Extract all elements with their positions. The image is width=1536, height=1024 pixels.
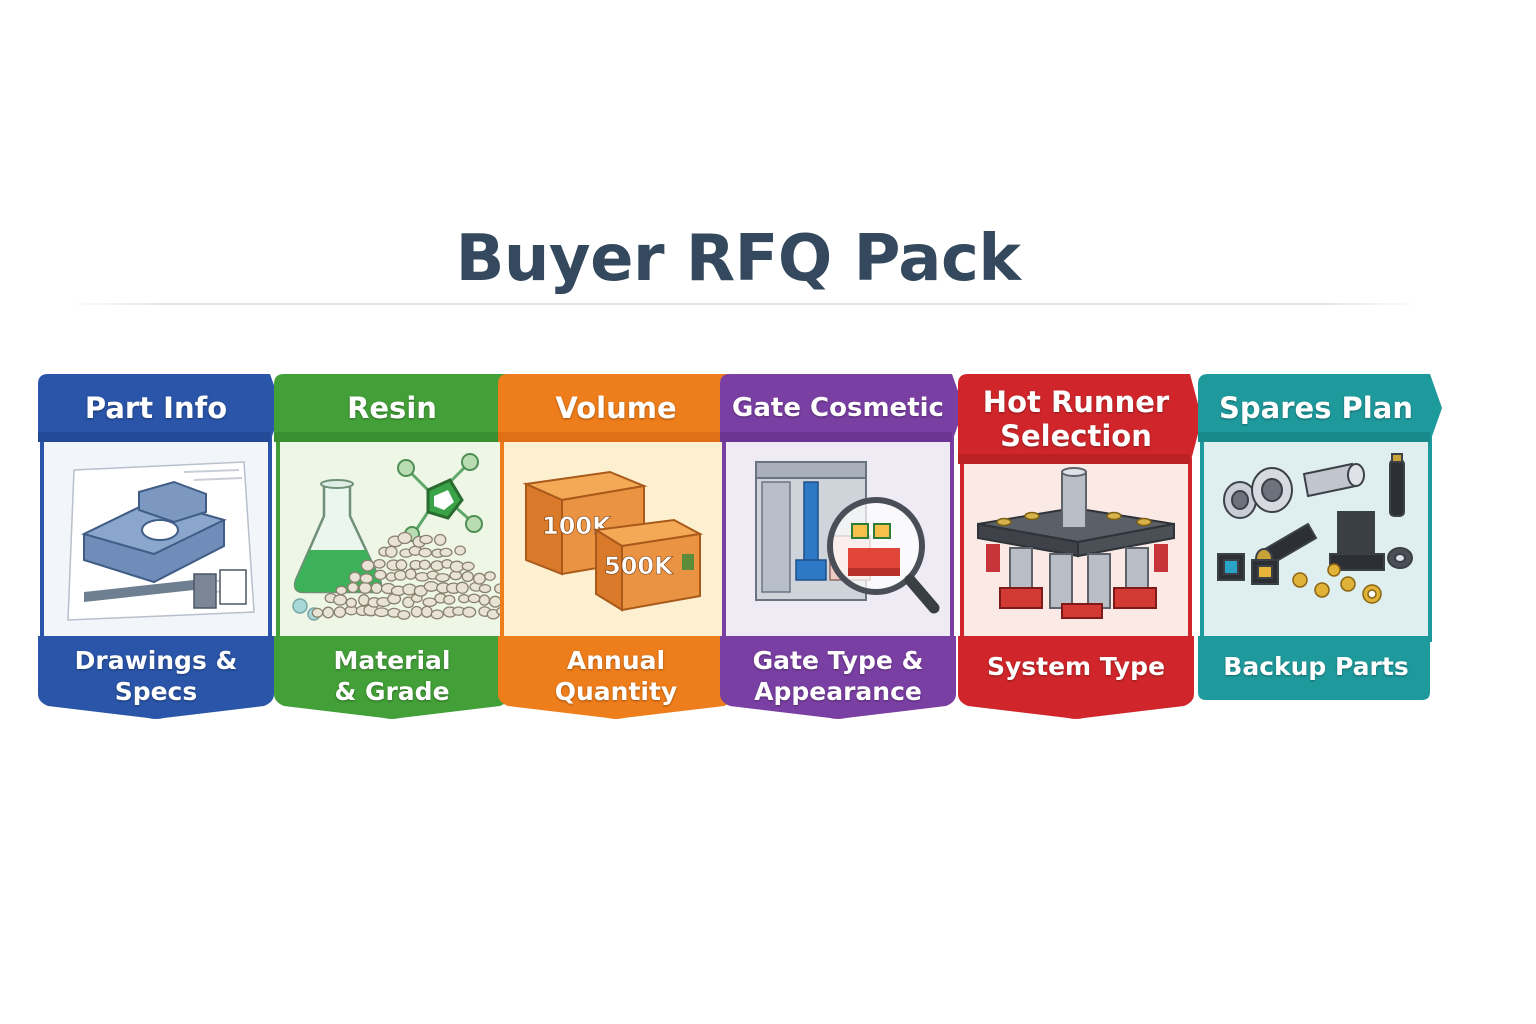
card-caption: Material & Grade (333, 646, 451, 706)
card-header-ribbon (274, 374, 518, 442)
hot-runner-manifold-icon (964, 464, 1188, 636)
box-label-500k: 500K (604, 552, 674, 580)
card-heading: Part Info (84, 391, 228, 425)
page-title: Buyer RFQ Pack (455, 222, 1021, 296)
gate-magnifier-icon (726, 442, 950, 636)
card-footer-ribbon (38, 636, 274, 719)
card-footer-ribbon (498, 636, 734, 719)
card-caption: Gate Type & Appearance (752, 646, 924, 706)
card-heading: Spares Plan (1219, 391, 1413, 425)
card-caption: System Type (986, 651, 1166, 681)
volume-boxes-icon: 100K 500K (504, 442, 728, 636)
card-heading: Resin (347, 391, 437, 425)
spare-parts-icon (1204, 442, 1428, 636)
card-heading: Hot Runner Selection (982, 385, 1170, 453)
card-header-ribbon (1198, 374, 1442, 442)
cad-part-drawing-icon (44, 442, 268, 636)
card-heading: Gate Cosmetic (732, 393, 944, 423)
card-header-ribbon (38, 374, 282, 442)
card-footer-ribbon (720, 636, 956, 719)
title-divider (64, 303, 1424, 305)
card-frame (274, 374, 518, 719)
card-footer-ribbon (274, 636, 510, 719)
card-header-ribbon (720, 374, 964, 442)
card-footer-ribbon (958, 636, 1194, 719)
card-caption: Drawings & Specs (74, 646, 238, 706)
card-header-ribbon (498, 374, 742, 442)
card-header-ribbon (958, 374, 1202, 464)
resin-flask-pellets-icon (280, 442, 504, 636)
card-caption: Annual Quantity (554, 646, 678, 706)
card-caption: Backup Parts (1223, 651, 1409, 681)
card-footer-ribbon (1198, 636, 1430, 700)
card-heading: Volume (555, 391, 677, 425)
